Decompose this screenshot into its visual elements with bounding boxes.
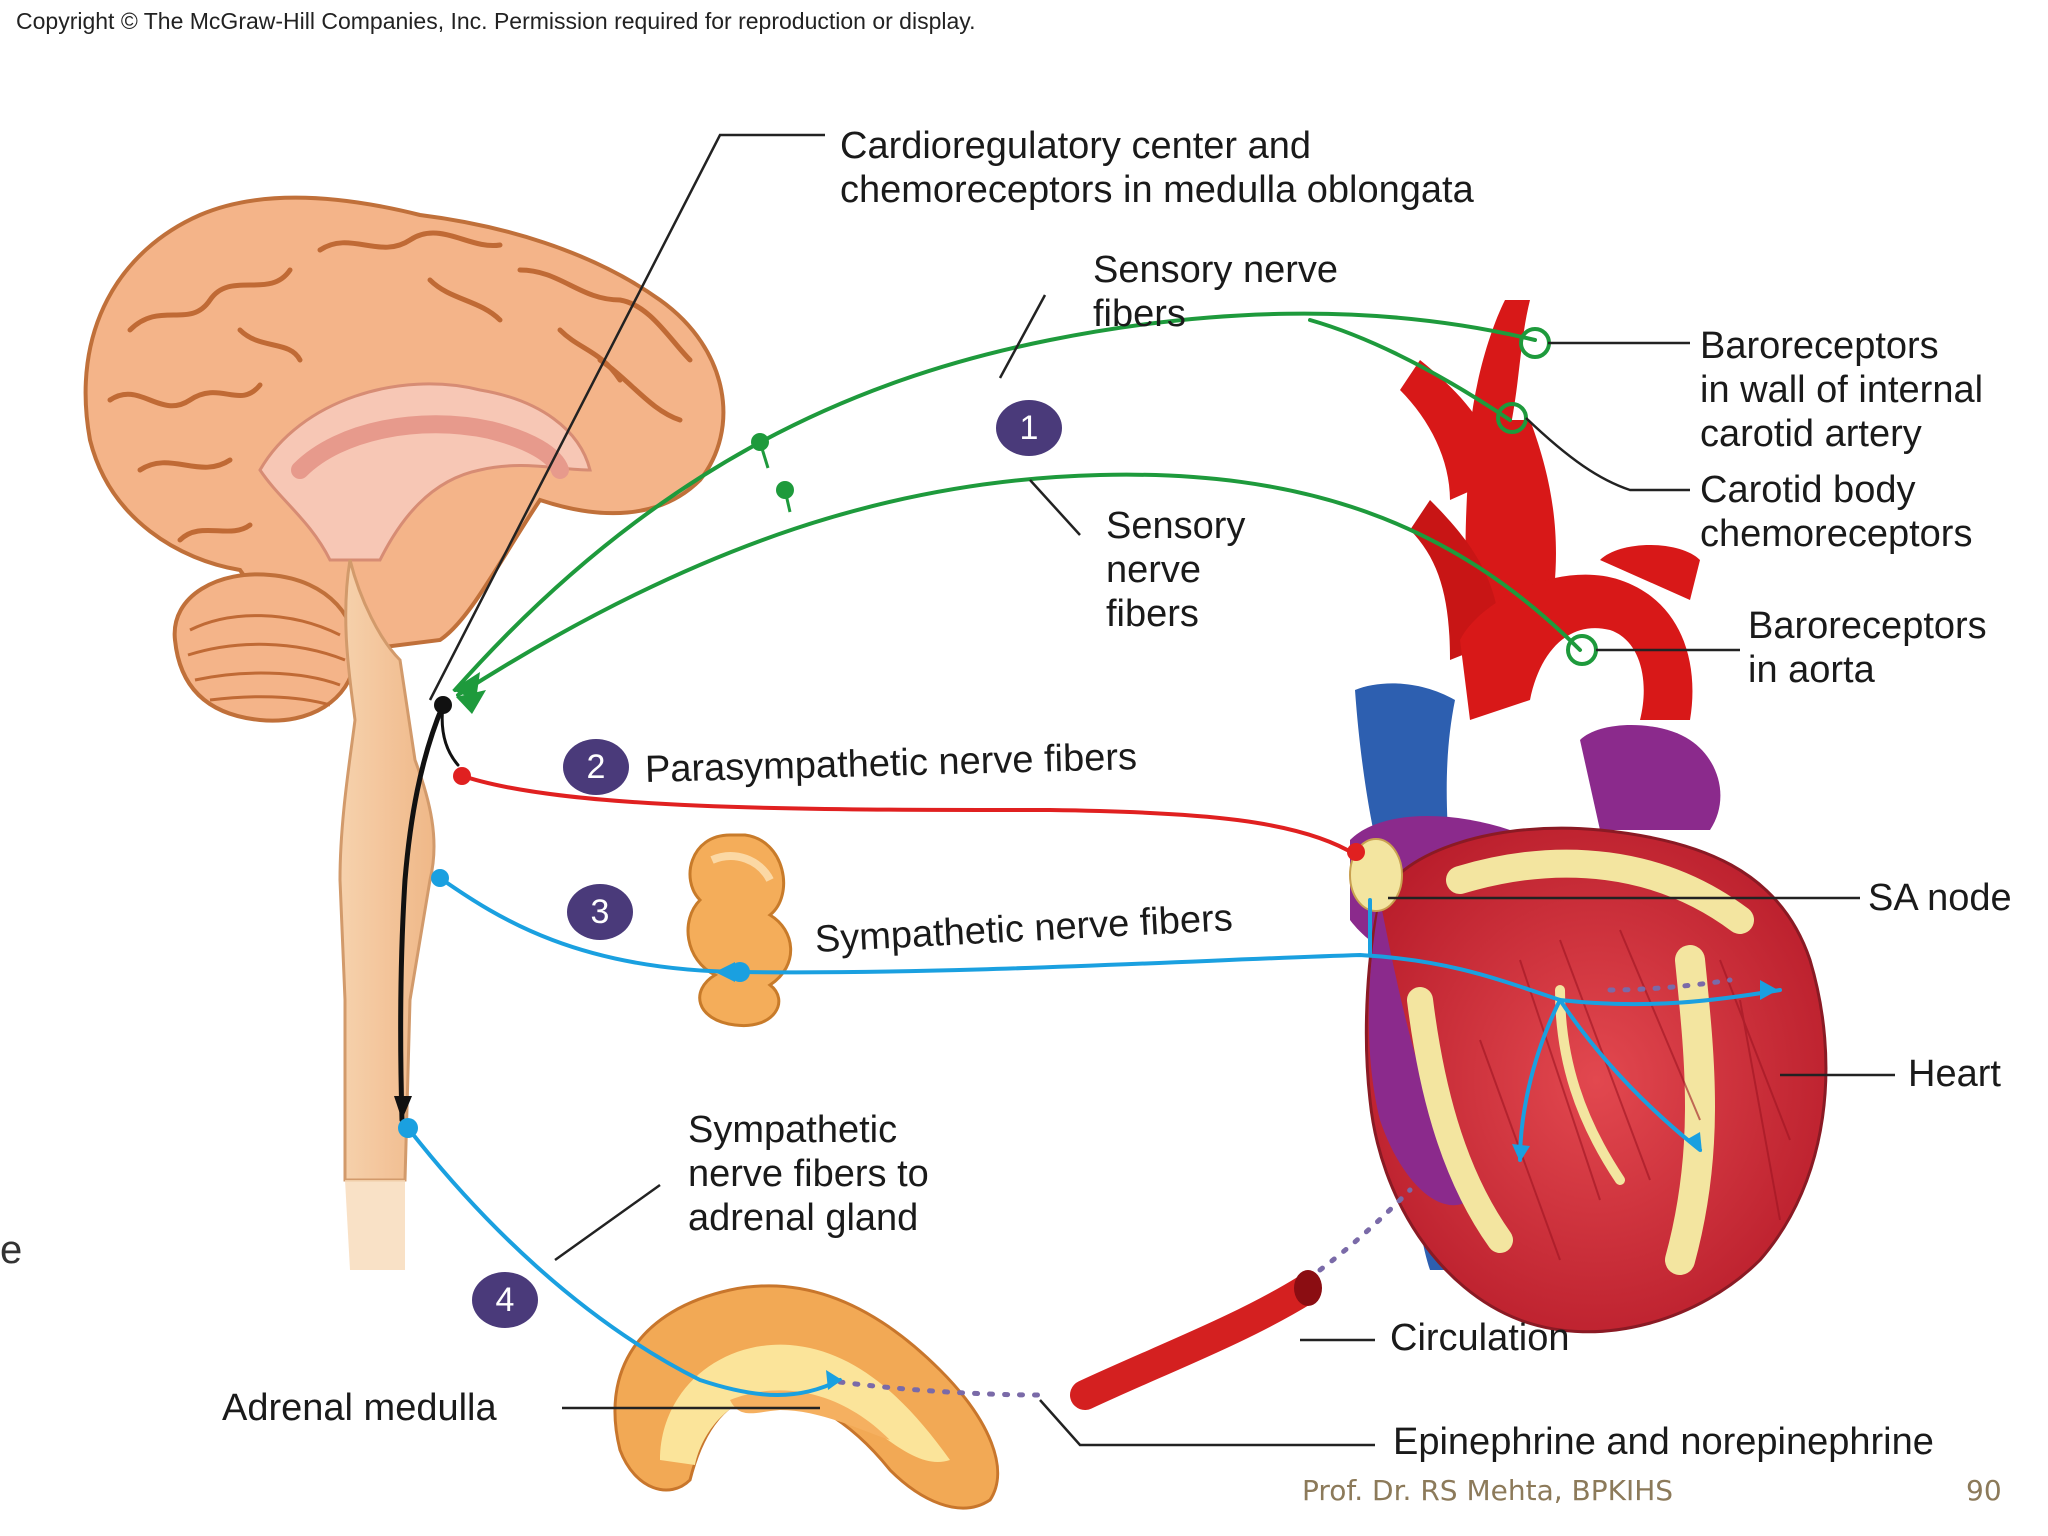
pathway-markers bbox=[394, 327, 1778, 1390]
step-badge-4: 4 bbox=[472, 1272, 538, 1328]
label-sensory-mid-line-2: nerve bbox=[1106, 549, 1202, 591]
label-symp-adrenal-line-2: nerve fibers to bbox=[688, 1153, 929, 1195]
label-sa-node: SA node bbox=[1868, 877, 2012, 919]
sensory-fiber-carotid bbox=[453, 311, 1537, 692]
brain-illustration bbox=[83, 195, 726, 1270]
step-badge-2: 2 bbox=[563, 739, 629, 795]
hormone-path bbox=[837, 1379, 1043, 1398]
label-carotid-body-line-2: chemoreceptors bbox=[1700, 513, 1973, 555]
sensory-fiber-aorta bbox=[456, 472, 1582, 697]
parasympathetic-fiber bbox=[458, 773, 1358, 857]
adrenal-gland bbox=[613, 1284, 1000, 1510]
label-baro-carotid-line-1: Baroreceptors bbox=[1700, 325, 1939, 367]
sympathetic-ganglion bbox=[686, 833, 793, 1027]
label-baro-carotid-line-2: in wall of internal bbox=[1700, 369, 1984, 411]
sympathetic-fiber-adrenal bbox=[406, 1126, 842, 1397]
label-adrenal-medulla: Adrenal medulla bbox=[222, 1387, 497, 1429]
label-epinephrine-norepinephrine: Epinephrine and norepinephrine bbox=[1393, 1421, 1934, 1463]
label-carotid-body-line-1: Carotid body bbox=[1700, 469, 1916, 511]
label-carotid-body-chemoreceptors: Carotid body chemoreceptors bbox=[1700, 468, 1972, 556]
label-baro-aorta-line-1: Baroreceptors bbox=[1748, 605, 1987, 647]
label-sensory-top-line-2: fibers bbox=[1093, 293, 1186, 335]
leader-lines bbox=[428, 133, 1895, 1447]
label-symp-adrenal-line-1: Sympathetic bbox=[688, 1109, 898, 1151]
label-cardio-line-2: chemoreceptors in medulla oblongata bbox=[840, 169, 1474, 211]
heart-illustration bbox=[1349, 300, 1828, 1334]
sympathetic-fiber-postganglionic bbox=[738, 952, 1782, 1007]
label-symp-adrenal-line-3: adrenal gland bbox=[688, 1197, 919, 1239]
copyright-notice: Copyright © The McGraw-Hill Companies, I… bbox=[16, 8, 976, 34]
label-baroreceptors-aorta: Baroreceptors in aorta bbox=[1748, 604, 1987, 692]
footer-page-number: 90 bbox=[1966, 1474, 2002, 1507]
label-baroreceptors-carotid: Baroreceptors in wall of internal caroti… bbox=[1700, 324, 1983, 456]
step-badge-3: 3 bbox=[567, 884, 633, 940]
label-sympathetic-to-adrenal: Sympathetic nerve fibers to adrenal glan… bbox=[688, 1108, 929, 1240]
label-sensory-top-line-1: Sensory nerve bbox=[1093, 249, 1339, 291]
label-cardioregulatory-center: Cardioregulatory center and chemorecepto… bbox=[840, 124, 1474, 212]
sympathetic-fiber-preganglionic bbox=[438, 876, 742, 974]
label-sensory-nerve-fibers-middle: Sensory nerve fibers bbox=[1106, 504, 1245, 636]
nerve-pathways bbox=[398, 311, 1782, 1398]
sensory-fiber-carotid-body bbox=[1308, 318, 1512, 422]
label-baro-aorta-line-2: in aorta bbox=[1748, 649, 1875, 691]
label-circulation: Circulation bbox=[1390, 1317, 1570, 1359]
cropped-text-fragment: e bbox=[0, 1228, 23, 1272]
label-sensory-nerve-fibers-top: Sensory nerve fibers bbox=[1093, 248, 1338, 336]
step-badge-1: 1 bbox=[996, 400, 1062, 456]
label-sensory-mid-line-3: fibers bbox=[1106, 593, 1199, 635]
label-cardio-line-1: Cardioregulatory center and bbox=[840, 125, 1312, 167]
label-heart: Heart bbox=[1908, 1053, 2001, 1095]
label-baro-carotid-line-3: carotid artery bbox=[1700, 413, 1922, 455]
label-sensory-mid-line-1: Sensory bbox=[1106, 505, 1246, 547]
footer-author: Prof. Dr. RS Mehta, BPKIHS bbox=[1302, 1474, 1674, 1507]
